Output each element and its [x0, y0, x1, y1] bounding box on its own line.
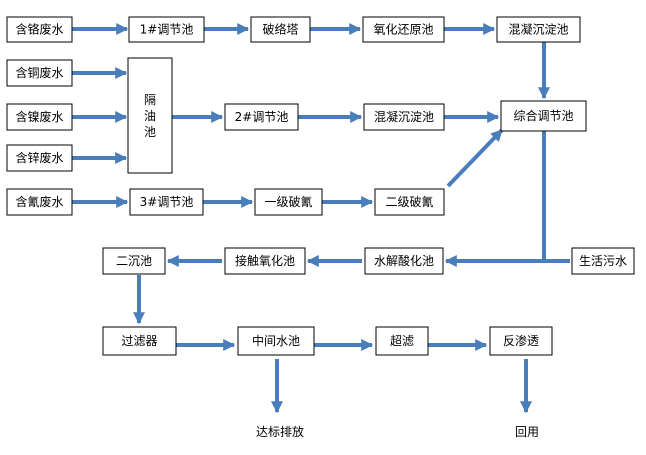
- box-hunning-chendian-1: 混凝沉淀池: [496, 16, 581, 43]
- box-erji-poqing: 二级破氰: [374, 188, 445, 216]
- box-geyou-chi-char-2: 油: [144, 109, 156, 123]
- box-yiji-poqing: 一级破氰: [254, 188, 323, 216]
- box-zhongjian-shuichi-label: 中间水池: [252, 333, 300, 348]
- box-tiaojie2: 2#调节池: [224, 103, 299, 131]
- box-hunning-chendian-2: 混凝沉淀池: [363, 103, 445, 131]
- box-guolvqi-label: 过滤器: [121, 334, 157, 348]
- box-tiaojie3: 3#调节池: [129, 188, 204, 216]
- box-xin-waste: 含锌废水: [6, 144, 73, 172]
- box-erchen-chi-label: 二沉池: [116, 254, 152, 268]
- box-tiaojie1-label: 1#调节池: [140, 23, 194, 37]
- box-qing-waste-label: 含氰废水: [15, 194, 63, 209]
- box-zhongjian-shuichi: 中间水池: [237, 326, 315, 356]
- box-ge-waste-label: 含铬废水: [15, 22, 63, 37]
- box-erchen-chi: 二沉池: [102, 247, 166, 275]
- output-huiyong: 回用: [515, 425, 539, 439]
- box-erji-poqing-label: 二级破氰: [385, 194, 433, 209]
- box-geyou-chi-char-1: 隔: [144, 93, 156, 107]
- box-nie-waste-label: 含镍废水: [15, 109, 63, 124]
- box-tiaojie1: 1#调节池: [128, 16, 205, 43]
- box-tong-waste: 含铜废水: [6, 59, 73, 87]
- box-polu-ta-label: 破络塔: [262, 22, 298, 37]
- box-tiaojie2-label: 2#调节池: [235, 110, 289, 124]
- box-polu-ta: 破络塔: [250, 16, 311, 43]
- flow-arrows: [72, 23, 570, 414]
- box-yiji-poqing-label: 一级破氰: [264, 194, 312, 209]
- box-fan-shentou: 反渗透: [489, 326, 553, 356]
- box-chaolv-label: 超滤: [390, 333, 414, 348]
- box-yanghua-huanyuan: 氧化还原池: [362, 16, 445, 43]
- box-jiechu-yanghua: 接触氧化池: [224, 247, 306, 275]
- box-qing-waste: 含氰废水: [6, 188, 73, 216]
- box-zonghe-tiaojie: 综合调节池: [500, 100, 587, 132]
- box-jiechu-yanghua-label: 接触氧化池: [235, 253, 295, 268]
- box-shuijie-suanhua: 水解酸化池: [364, 247, 444, 275]
- box-shenghuo-wushui-label: 生活污水: [579, 254, 627, 268]
- box-hunning-chendian-2-label: 混凝沉淀池: [374, 109, 434, 124]
- box-yanghua-huanyuan-label: 氧化还原池: [373, 23, 433, 37]
- output-dabiao-paifang: 达标排放: [256, 424, 304, 439]
- box-ge-waste: 含铬废水: [6, 16, 73, 43]
- box-geyou-chi-char-3: 池: [144, 125, 156, 139]
- box-zonghe-tiaojie-label: 综合调节池: [513, 108, 573, 123]
- box-chaolv: 超滤: [375, 326, 429, 356]
- box-hunning-chendian-1-label: 混凝沉淀池: [508, 22, 568, 37]
- box-shuijie-suanhua-label: 水解酸化池: [374, 253, 434, 268]
- box-xin-waste-label: 含锌废水: [15, 150, 63, 165]
- box-guolvqi: 过滤器: [102, 326, 177, 356]
- box-geyou-chi: 隔 油 池: [127, 57, 173, 174]
- arrow-erji-to-zonghe: [446, 128, 504, 188]
- box-fan-shentou-label: 反渗透: [503, 333, 539, 348]
- box-tiaojie3-label: 3#调节池: [140, 195, 194, 209]
- box-tong-waste-label: 含铜废水: [15, 65, 63, 80]
- box-nie-waste: 含镍废水: [6, 103, 73, 131]
- box-shenghuo-wushui: 生活污水: [571, 247, 635, 275]
